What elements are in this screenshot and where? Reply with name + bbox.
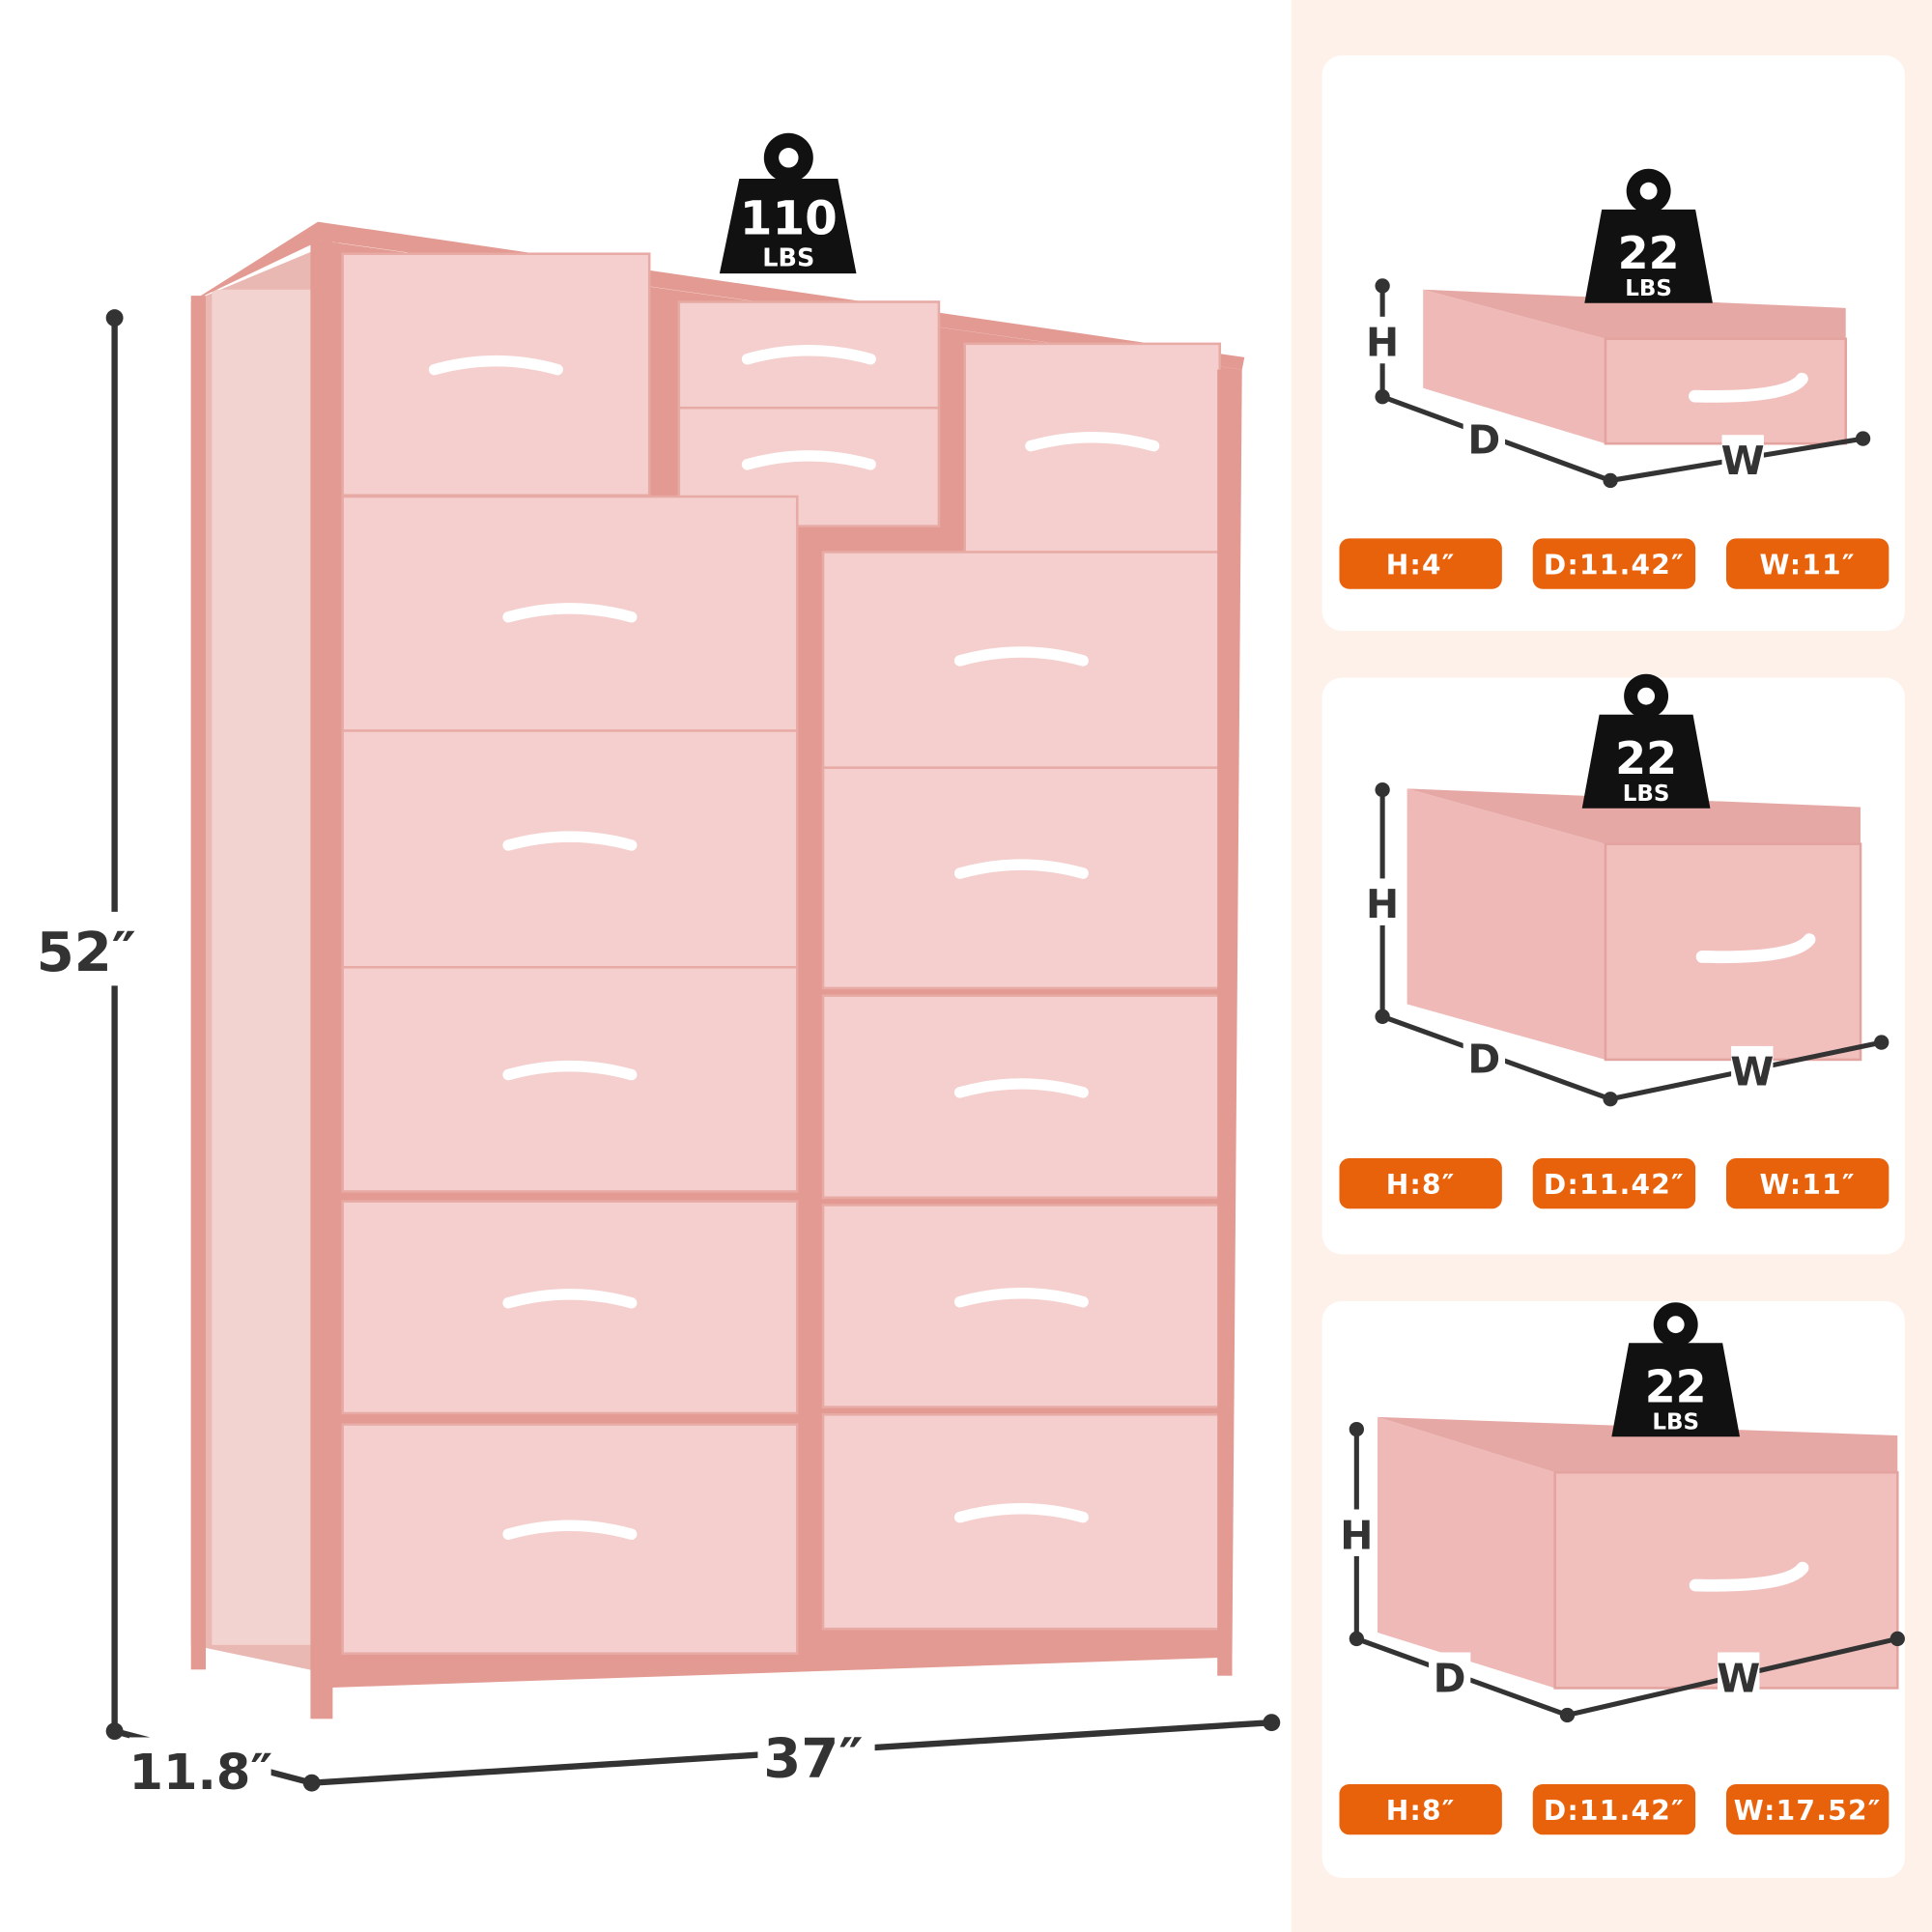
dresser-weight-badge: 110 LBS <box>719 132 857 274</box>
storage-bin-illustration <box>1378 1416 1899 1690</box>
dresser-drawer[interactable] <box>341 495 799 750</box>
dresser-leg <box>310 240 333 1719</box>
drawer-handle <box>502 1520 638 1540</box>
dresser-weight-value: 110 <box>740 191 838 245</box>
drawer-handle <box>741 450 876 470</box>
height-axis-label: H <box>1366 320 1399 366</box>
width-label: 37″ <box>763 1727 863 1790</box>
depth-label: 11.8″ <box>129 1745 273 1802</box>
dresser-illustration <box>190 221 1245 1719</box>
dresser-drawer[interactable] <box>821 994 1222 1200</box>
spec-value: D:11.42″ <box>1544 549 1685 581</box>
spec-pill: H:8″ <box>1339 1783 1502 1835</box>
spec-value: W:11″ <box>1760 549 1856 581</box>
depth-axis-label: D <box>1434 1655 1466 1701</box>
drawer-handle <box>502 1289 638 1309</box>
spec-value: H:4″ <box>1386 549 1456 581</box>
dresser-drawer[interactable] <box>341 252 651 497</box>
spec-value: D:11.42″ <box>1544 1169 1685 1201</box>
width-axis-label: W <box>1717 1655 1760 1701</box>
dresser-drawer[interactable] <box>821 1204 1222 1408</box>
dresser-weight-unit: LBS <box>762 244 814 273</box>
drawer-handle <box>428 355 563 376</box>
width-axis-label: W <box>1721 438 1765 484</box>
bin-weight-value: 22 <box>1618 227 1680 279</box>
drawer-handle <box>502 1060 638 1081</box>
dresser-drawer[interactable] <box>821 551 1222 781</box>
spec-pill: D:11.42″ <box>1532 1157 1696 1209</box>
spec-pill: W:17.52″ <box>1725 1783 1889 1835</box>
drawer-handle <box>1025 431 1160 452</box>
height-axis-label: H <box>1340 1512 1373 1558</box>
width-axis-label: W <box>1730 1049 1774 1095</box>
storage-bin-illustration <box>1406 788 1862 1062</box>
height-label: 52″ <box>37 922 136 984</box>
drawer-handle <box>502 603 638 623</box>
bin-handle <box>1689 1561 1809 1592</box>
bin-dimension-lines: H D W <box>1361 278 1871 489</box>
drawer-handle <box>953 859 1089 879</box>
height-axis-label: H <box>1366 881 1399 927</box>
bin-dimension-lines: H D W <box>1335 1421 1905 1723</box>
spec-value: D:11.42″ <box>1544 1795 1685 1827</box>
bin-weight-unit: LBS <box>1625 276 1672 301</box>
spec-pill: D:11.42″ <box>1532 538 1696 589</box>
drawer-handle <box>502 831 638 851</box>
dresser-dimension-lines: 52″ 11.8″ 37″ <box>30 309 1281 1802</box>
bin-weight-value: 22 <box>1615 732 1677 784</box>
depth-axis-label: D <box>1467 416 1500 463</box>
dresser-drawer[interactable] <box>341 729 799 972</box>
spec-value: W:11″ <box>1760 1169 1856 1201</box>
dresser-drawer[interactable] <box>963 342 1222 558</box>
bin-weight-unit: LBS <box>1623 781 1670 807</box>
depth-axis-label: D <box>1467 1036 1500 1082</box>
dresser-drawer[interactable] <box>341 965 799 1193</box>
spec-pill: D:11.42″ <box>1532 1783 1696 1835</box>
dresser-side-fabric <box>212 289 311 1645</box>
drawer-handle <box>741 345 876 365</box>
bin-handle <box>1695 933 1816 964</box>
drawer-handle <box>953 646 1089 667</box>
drawer-handle <box>953 1502 1089 1523</box>
dresser-drawer[interactable] <box>341 1423 799 1656</box>
drawer-handle <box>953 1288 1089 1308</box>
dresser-drawer[interactable] <box>677 300 941 423</box>
bin-handle <box>1689 372 1808 403</box>
dresser-leg <box>1217 369 1233 1676</box>
dresser-drawer[interactable] <box>821 766 1222 990</box>
spec-pill: W:11″ <box>1725 538 1889 589</box>
spec-value: H:8″ <box>1386 1795 1456 1827</box>
spec-pill: W:11″ <box>1725 1157 1889 1209</box>
spec-value: W:17.52″ <box>1734 1795 1882 1827</box>
bin-weight-unit: LBS <box>1652 1410 1699 1435</box>
dresser-leg <box>190 296 207 1670</box>
spec-pill: H:4″ <box>1339 538 1502 589</box>
dresser-drawer[interactable] <box>821 1413 1222 1631</box>
bin-dimension-lines: H D W <box>1361 781 1889 1107</box>
bin-weight-value: 22 <box>1645 1361 1707 1413</box>
spec-pill: H:8″ <box>1339 1157 1502 1209</box>
drawer-handle <box>953 1078 1089 1098</box>
spec-value: H:8″ <box>1386 1169 1456 1201</box>
dresser-drawer[interactable] <box>341 1200 799 1415</box>
